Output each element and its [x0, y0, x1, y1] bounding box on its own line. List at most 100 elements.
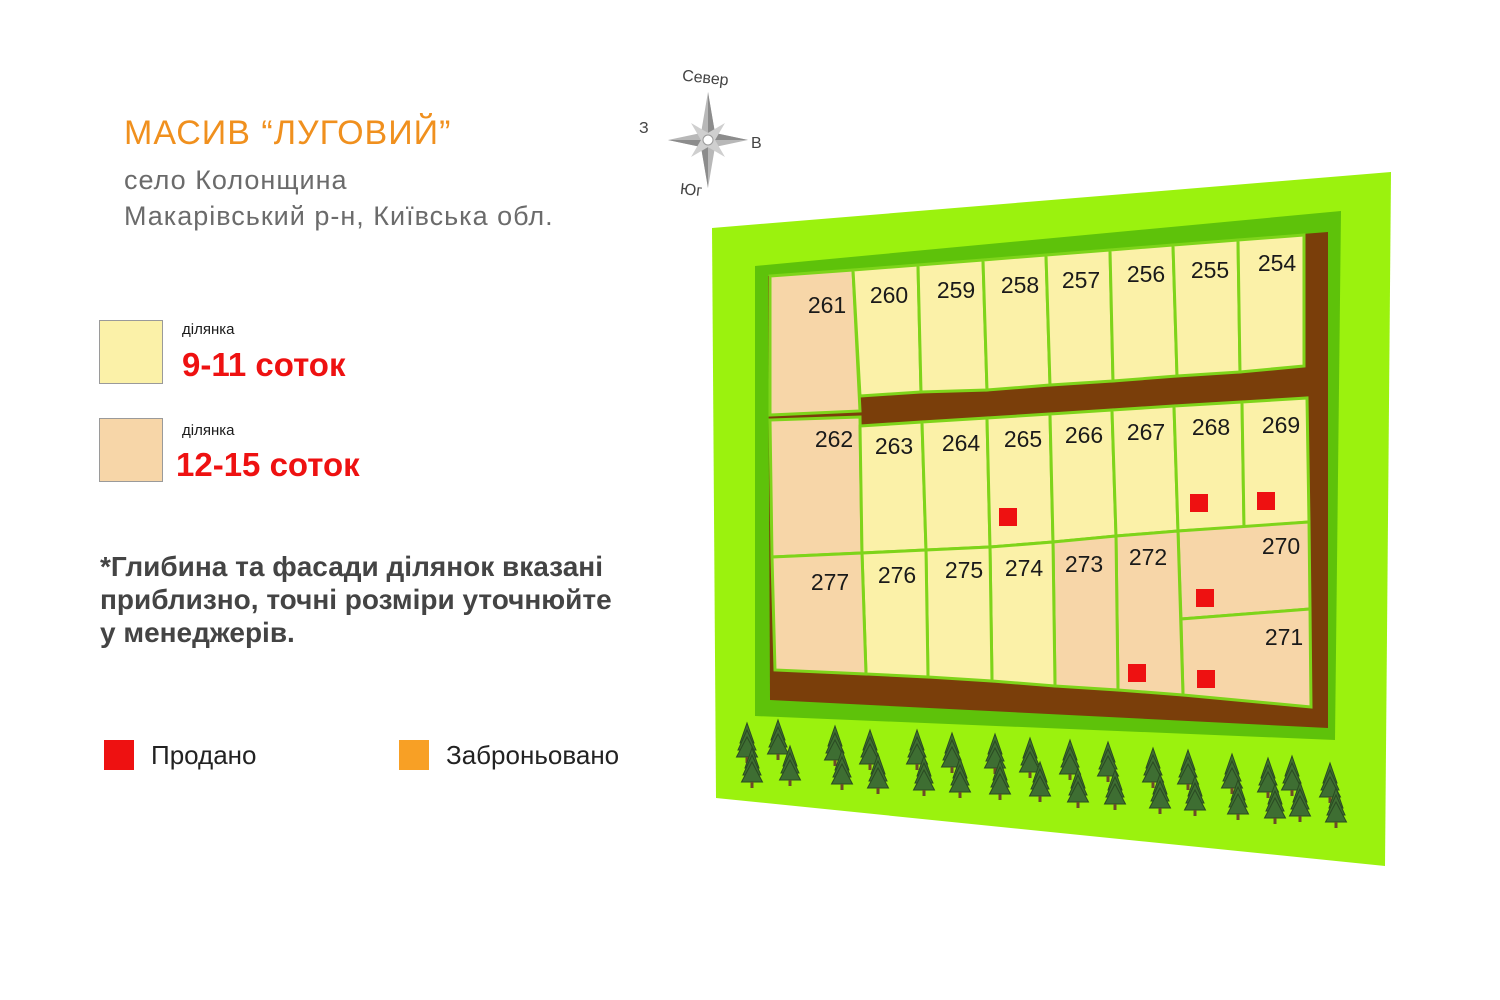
plot-272[interactable]	[1114, 529, 1185, 697]
legend-large-size: 12-15 соток	[176, 446, 360, 483]
pine-tree-icon	[1220, 752, 1244, 794]
pine-tree-icon	[983, 732, 1007, 774]
legend-large-label: ділянка	[182, 422, 235, 439]
disclaimer-note: *Глибина та фасади ділянок вказані прибл…	[100, 550, 612, 649]
pine-tree-icon	[778, 744, 802, 786]
pine-tree-icon	[1018, 736, 1042, 778]
pine-tree-icon	[1103, 768, 1127, 810]
plot-number: 273	[1065, 551, 1103, 577]
plot-number: 258	[1001, 272, 1039, 298]
compass: Север Юг З В	[639, 62, 770, 207]
pine-tree-icon	[1066, 766, 1090, 808]
plot-number: 270	[1262, 533, 1300, 559]
pine-tree-icon	[1280, 754, 1304, 796]
sold-marker	[1257, 492, 1275, 510]
note-line: *Глибина та фасади ділянок вказані	[100, 551, 603, 582]
pine-tree-icon	[1263, 782, 1287, 824]
plot-number: 263	[875, 433, 913, 459]
plot-263[interactable]	[858, 420, 928, 555]
plot-277[interactable]	[770, 551, 868, 676]
plot-269[interactable]	[1240, 396, 1311, 529]
plot-257[interactable]	[1044, 248, 1115, 387]
plot-number: 256	[1127, 261, 1165, 287]
plot-266[interactable]	[1048, 408, 1118, 544]
plot-number: 268	[1192, 414, 1230, 440]
compass-rose-icon	[668, 92, 748, 188]
plot-number: 254	[1258, 250, 1297, 276]
pine-tree-icon	[858, 728, 882, 770]
plot-number: 276	[878, 562, 916, 588]
sold-marker	[999, 508, 1017, 526]
legend-small-label: ділянка	[182, 321, 235, 338]
location: село Колонщина Макарівський р-н, Київськ…	[124, 162, 554, 234]
reserved-label: Заброньовано	[446, 740, 620, 770]
plot-number: 255	[1191, 257, 1229, 283]
pine-tree-icon	[940, 731, 964, 773]
outer-grass	[712, 172, 1391, 866]
plot-267[interactable]	[1110, 404, 1180, 538]
pine-tree-icon	[823, 724, 847, 766]
plot-270[interactable]	[1176, 520, 1312, 621]
sold-marker	[1190, 494, 1208, 512]
plot-261[interactable]	[768, 268, 862, 417]
sold-markers	[999, 492, 1275, 688]
plot-262[interactable]	[768, 415, 864, 559]
plot-273[interactable]	[1051, 534, 1120, 692]
compass-east: В	[751, 135, 762, 152]
pine-tree-icon	[1141, 746, 1165, 788]
plot-275[interactable]	[924, 545, 994, 683]
legend-swatch-small	[99, 320, 163, 384]
plot-number: 274	[1005, 555, 1044, 581]
pine-tree-icon	[1226, 778, 1250, 820]
pine-tree-icon	[1288, 780, 1312, 822]
sold-marker	[1197, 670, 1215, 688]
plot-259[interactable]	[916, 258, 989, 394]
pine-tree-icon	[1058, 738, 1082, 780]
plot-274[interactable]	[988, 540, 1057, 688]
plot-276[interactable]	[860, 548, 930, 679]
pine-tree-icon	[1256, 756, 1280, 798]
plot-number: 262	[815, 426, 853, 452]
pine-tree-icon	[740, 746, 764, 788]
note-line: у менеджерів.	[100, 617, 295, 648]
sold-marker	[1128, 664, 1146, 682]
plot-256[interactable]	[1108, 243, 1179, 383]
plot-number: 272	[1129, 544, 1167, 570]
legend-swatch-large	[99, 418, 163, 482]
plot-number: 259	[937, 277, 975, 303]
sold-swatch	[104, 740, 134, 770]
plot-258[interactable]	[981, 253, 1052, 392]
sold-label: Продано	[151, 740, 257, 770]
pine-tree-icon	[1096, 740, 1120, 782]
compass-west: З	[639, 120, 649, 137]
compass-south: Юг	[679, 180, 703, 201]
pine-tree-icon	[1176, 748, 1200, 790]
plot-254[interactable]	[1236, 233, 1306, 374]
plot-265[interactable]	[985, 412, 1055, 549]
pine-tree-icon	[1148, 772, 1172, 814]
plot-number: 277	[811, 569, 849, 595]
pine-tree-icon	[766, 718, 790, 760]
forest	[735, 718, 1348, 828]
plot-number: 271	[1265, 624, 1303, 650]
legend-small-size: 9-11 соток	[182, 346, 346, 383]
plot-number: 261	[808, 292, 846, 318]
pine-tree-icon	[1183, 774, 1207, 816]
plot-number: 275	[945, 557, 983, 583]
plot-number: 266	[1065, 422, 1103, 448]
plot-255[interactable]	[1171, 238, 1242, 378]
plot-number: 269	[1262, 412, 1300, 438]
pine-tree-icon	[866, 752, 890, 794]
plot-264[interactable]	[920, 416, 992, 552]
plot-260[interactable]	[851, 263, 923, 398]
village-name: село Колонщина	[124, 165, 348, 195]
pine-tree-icon	[988, 758, 1012, 800]
pine-tree-icon	[830, 748, 854, 790]
site-ground	[768, 232, 1328, 728]
plot-number: 257	[1062, 267, 1100, 293]
pine-tree-icon	[1028, 760, 1052, 802]
plot-271[interactable]	[1179, 607, 1313, 709]
plot-268[interactable]	[1172, 400, 1246, 533]
plots-group	[768, 233, 1313, 709]
